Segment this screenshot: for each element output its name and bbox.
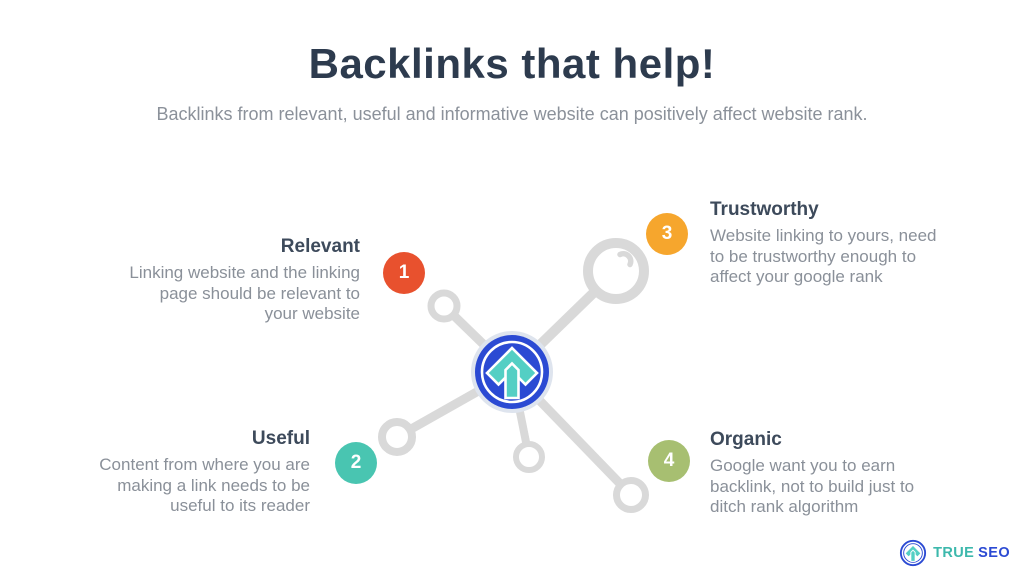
item-useful: Useful Content from where you are making… xyxy=(30,428,310,517)
item-relevant-heading: Relevant xyxy=(280,236,360,257)
item-relevant-description: Linking website and the linking page sho… xyxy=(129,263,360,323)
up-arrow-icon xyxy=(485,346,539,400)
comma-arc xyxy=(617,251,634,268)
node-ring xyxy=(513,441,545,473)
step-badge-1: 1 xyxy=(383,252,425,294)
logo-up-arrow-icon xyxy=(904,544,922,562)
hub-inner-ring xyxy=(480,340,544,404)
brand-name-true: TRUE xyxy=(933,545,975,561)
item-organic-description: Google want you to earn backlink, not to… xyxy=(710,456,915,516)
page-subtitle: Backlinks from relevant, useful and info… xyxy=(156,104,868,124)
item-trustworthy-heading: Trustworthy xyxy=(710,199,819,220)
hub-icon xyxy=(471,331,553,413)
item-trustworthy: Trustworthy Website linking to yours, ne… xyxy=(710,199,960,288)
step-badge-2: 2 xyxy=(335,442,377,484)
item-useful-description: Content from where you are making a link… xyxy=(99,455,310,515)
node-ring xyxy=(583,238,649,304)
arrow-stem xyxy=(504,361,520,400)
brand-logo-icon xyxy=(900,539,927,567)
item-relevant: Relevant Linking website and the linking… xyxy=(80,236,360,325)
step-badge-3: 3 xyxy=(646,213,688,255)
network-graphic xyxy=(378,238,649,513)
item-useful-heading: Useful xyxy=(251,428,310,449)
item-organic: Organic Google want you to earn backlink… xyxy=(710,429,960,518)
logo-inner-ring xyxy=(903,543,923,563)
node-ring xyxy=(378,418,416,456)
item-organic-heading: Organic xyxy=(710,429,782,450)
node-ring xyxy=(427,289,461,323)
page-title: Backlinks that help! xyxy=(308,40,716,87)
brand-name-seo: SEO xyxy=(978,545,1010,561)
item-trustworthy-description: Website linking to yours, need to be tru… xyxy=(710,226,937,286)
node-ring xyxy=(613,477,649,513)
step-badge-4: 4 xyxy=(648,440,690,482)
